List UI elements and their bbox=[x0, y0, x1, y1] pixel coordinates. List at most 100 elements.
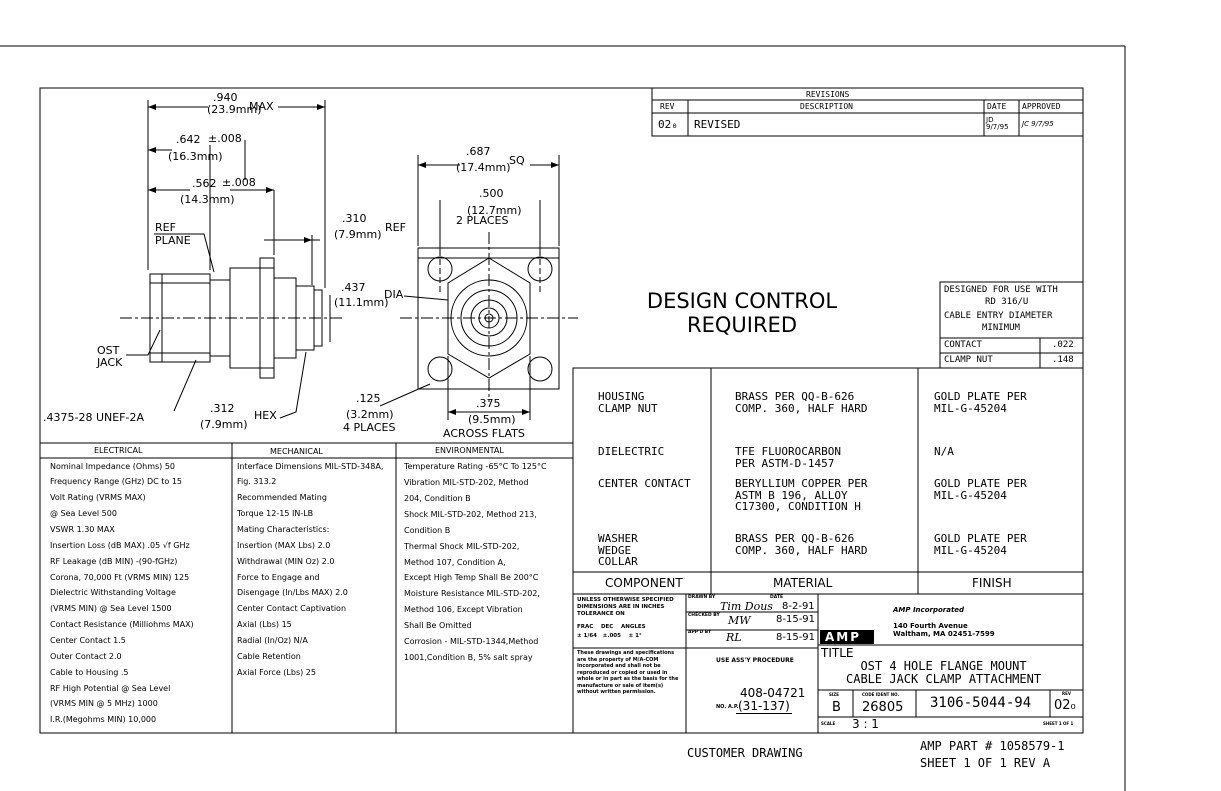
electrical-line: Center Contact 1.5 bbox=[50, 636, 126, 645]
electrical-line: Insertion Loss (dB MAX) .05 √f GHz bbox=[50, 541, 190, 550]
amp-logo: AMP bbox=[820, 630, 874, 644]
ost-jack-label: OST JACK bbox=[97, 344, 123, 370]
environmental-line: Condition B bbox=[404, 526, 451, 535]
mechanical-title: MECHANICAL bbox=[270, 447, 323, 456]
mechanical-line: Insertion (MAX Lbs) 2.0 bbox=[237, 541, 331, 550]
tolerance-heads: FRAC DEC ANGLES bbox=[577, 624, 646, 630]
title-label: TITLE bbox=[821, 646, 854, 660]
electrical-line: I.R.(Megohms MIN) 10,000 bbox=[50, 715, 157, 724]
rev-description: REVISED bbox=[694, 118, 741, 131]
tolerance-note: UNLESS OTHERWISE SPECIFIED DIMENSIONS AR… bbox=[577, 597, 674, 617]
electrical-line: (VRMS MIN @ 5 MHz) 1000 bbox=[50, 699, 158, 708]
hex-label: HEX bbox=[254, 409, 277, 422]
mechanical-line: Fig. 313.2 bbox=[237, 477, 277, 486]
component-housing: HOUSING CLAMP NUT bbox=[598, 390, 658, 415]
environmental-line: Corrosion - MIL-STD-1344,Method bbox=[404, 637, 539, 646]
square-label: SQ bbox=[509, 154, 525, 167]
finish-center-contact: GOLD PLATE PER MIL-G-45204 bbox=[934, 477, 1027, 502]
electrical-line: RF High Potential @ Sea Level bbox=[50, 684, 171, 693]
dia-mm: (11.1mm) bbox=[334, 296, 389, 309]
header-material: MATERIAL bbox=[773, 576, 833, 590]
no-ap-underline bbox=[736, 713, 792, 714]
rev-date: JD 9/7/95 bbox=[986, 116, 1009, 131]
sheet-label: SHEET 1 OF 1 bbox=[1043, 721, 1074, 726]
contact-value: .022 bbox=[1052, 340, 1074, 350]
company-name: AMP Incorporated bbox=[893, 606, 965, 614]
drawing-title: OST 4 HOLE FLANGE MOUNT CABLE JACK CLAMP… bbox=[846, 659, 1042, 687]
no-ap-label: NO. A.P. bbox=[716, 704, 739, 710]
proprietary-note: These drawings and specifications are th… bbox=[577, 650, 679, 695]
overall-length-mm: (23.9mm) bbox=[207, 103, 262, 116]
rev-approved: JC 9/7/95 bbox=[1022, 120, 1054, 128]
electrical-line: Contact Resistance (Milliohms MAX) bbox=[50, 620, 194, 629]
hole-diameter-places: 4 PLACES bbox=[343, 421, 396, 434]
environmental-line: Method 106, Except Vibration bbox=[404, 605, 523, 614]
environmental-line: Moisture Resistance MIL-STD-202, bbox=[404, 589, 540, 598]
flats-label: ACROSS FLATS bbox=[443, 427, 525, 440]
electrical-line: (VRMS MIN) @ Sea Level 1500 bbox=[50, 604, 172, 613]
thread-spec: .4375-28 UNEF-2A bbox=[43, 411, 145, 424]
use-procedure-label: USE ASS'Y PROCEDURE bbox=[716, 657, 794, 664]
mechanical-line: Recommended Mating bbox=[237, 493, 327, 502]
checked-date: 8-15-91 bbox=[776, 614, 816, 625]
col-description: DESCRIPTION bbox=[800, 102, 853, 111]
environmental-line: 1001,Condition B, 5% salt spray bbox=[404, 653, 533, 662]
rev-value: 02₀ bbox=[658, 118, 678, 131]
checked-signature: MW bbox=[728, 614, 751, 627]
length-562-tol: ±.008 bbox=[222, 176, 256, 189]
environmental-line: Vibration MIL-STD-202, Method bbox=[404, 478, 529, 487]
hex-mm: (7.9mm) bbox=[200, 418, 248, 431]
code-ident-value: 26805 bbox=[862, 700, 904, 715]
electrical-line: VSWR 1.30 MAX bbox=[50, 525, 115, 534]
finish-dielectric: N/A bbox=[934, 445, 954, 458]
length-642: .642 bbox=[176, 133, 201, 146]
approved-by-label: APP'D BY bbox=[688, 630, 712, 635]
col-rev: REV bbox=[660, 102, 675, 111]
size-value: B bbox=[832, 700, 841, 715]
drawn-date: 8-2-91 bbox=[782, 601, 815, 612]
drawing-number: 3106-5044-94 bbox=[930, 695, 1032, 711]
mechanical-line: Cable Retention bbox=[237, 652, 301, 661]
material-center-contact: BERYLLIUM COPPER PER ASTM B 196, ALLOY C… bbox=[735, 477, 868, 514]
component-washer: WASHER WEDGE COLLAR bbox=[598, 532, 638, 569]
drawing-rev: 02₀ bbox=[1054, 698, 1076, 713]
mechanical-line: Interface Dimensions MIL-STD-348A, bbox=[237, 462, 384, 471]
clamp-label: CLAMP NUT bbox=[944, 355, 993, 365]
drawn-by-label: DRAWN BY bbox=[688, 595, 716, 600]
dia-label: DIA bbox=[384, 288, 404, 301]
hex-value: .312 bbox=[210, 402, 235, 415]
approved-date: 8-15-91 bbox=[776, 632, 816, 643]
mechanical-line: Force to Engage and bbox=[237, 573, 320, 582]
clamp-value: .148 bbox=[1052, 355, 1074, 365]
material-washer: BRASS PER QQ-B-626 COMP. 360, HALF HARD bbox=[735, 532, 868, 557]
designed-line2: RD 316/U bbox=[985, 297, 1029, 307]
ref-label: REF bbox=[385, 221, 406, 234]
mechanical-line: Axial Force (Lbs) 25 bbox=[237, 668, 316, 677]
electrical-line: Outer Contact 2.0 bbox=[50, 652, 122, 661]
date-label: DATE bbox=[770, 595, 784, 600]
hole-diameter-mm: (3.2mm) bbox=[346, 408, 394, 421]
mechanical-line: Radial (In/Oz) N/A bbox=[237, 636, 308, 645]
max-label: MAX bbox=[249, 100, 274, 113]
material-dielectric: TFE FLUOROCARBON PER ASTM-D-1457 bbox=[735, 445, 841, 470]
rev-label: REV bbox=[1062, 691, 1071, 696]
electrical-line: Frequency Range (GHz) DC to 15 bbox=[50, 477, 183, 486]
mechanical-line: Disengage (In/Lbs MAX) 2.0 bbox=[237, 588, 348, 597]
environmental-line: Method 107, Condition A, bbox=[404, 558, 506, 567]
electrical-title: ELECTRICAL bbox=[94, 446, 143, 455]
procedure-number: 408-04721 bbox=[740, 686, 806, 700]
environmental-line: Temperature Rating -65°C To 125°C bbox=[404, 462, 547, 471]
length-562-mm: (14.3mm) bbox=[180, 193, 235, 206]
col-approved: APPROVED bbox=[1022, 102, 1061, 111]
finish-housing: GOLD PLATE PER MIL-G-45204 bbox=[934, 390, 1027, 415]
environmental-line: 204, Condition B bbox=[404, 494, 471, 503]
contact-label: CONTACT bbox=[944, 340, 982, 350]
hole-diameter: .125 bbox=[356, 392, 381, 405]
scale-label: SCALE bbox=[821, 721, 836, 726]
electrical-line: Cable to Housing .5 bbox=[50, 668, 129, 677]
customer-drawing-label: CUSTOMER DRAWING bbox=[687, 746, 803, 760]
hole-spacing: .500 bbox=[479, 187, 504, 200]
environmental-line: Thermal Shock MIL-STD-202, bbox=[404, 542, 520, 551]
mechanical-line: Center Contact Captivation bbox=[237, 604, 347, 613]
